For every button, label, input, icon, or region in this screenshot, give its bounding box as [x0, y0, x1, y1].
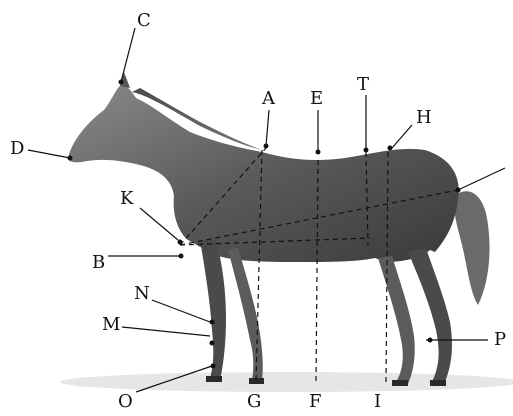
leader-tail	[458, 168, 505, 190]
point-D	[68, 156, 73, 161]
leader-C	[121, 28, 135, 82]
label-E: E	[310, 90, 323, 108]
label-O: O	[118, 393, 133, 411]
point-N	[210, 320, 215, 325]
point-B	[179, 254, 184, 259]
point-P	[428, 338, 433, 343]
label-T: T	[357, 76, 369, 94]
hind-right-leg	[378, 256, 415, 384]
label-C: C	[137, 12, 151, 30]
point-T	[364, 148, 369, 153]
leader-M	[122, 327, 210, 336]
front-left-leg	[200, 240, 226, 380]
leader-K	[140, 208, 178, 240]
label-P: P	[494, 331, 506, 349]
leader-A	[266, 110, 269, 146]
horse-body	[68, 84, 459, 262]
point-K	[178, 240, 183, 245]
point-C	[119, 80, 124, 85]
point-A	[264, 144, 269, 149]
label-N: N	[134, 285, 150, 303]
point-tail	[456, 188, 461, 193]
label-K: K	[120, 190, 133, 208]
label-I: I	[374, 393, 381, 411]
label-H: H	[416, 109, 432, 127]
point-M	[210, 341, 215, 346]
hind-left-leg	[408, 248, 452, 384]
hoof	[430, 380, 446, 386]
label-G: G	[247, 393, 261, 411]
label-F: F	[309, 393, 322, 411]
hoof	[206, 376, 222, 382]
label-A: A	[262, 90, 275, 108]
point-H	[388, 146, 393, 151]
leader-N	[152, 300, 210, 322]
label-B: B	[92, 254, 105, 272]
hoof	[392, 380, 408, 386]
label-M: M	[102, 316, 120, 334]
leader-H	[392, 125, 412, 148]
label-D: D	[10, 140, 24, 158]
point-E	[316, 150, 321, 155]
leader-D	[28, 150, 70, 158]
point-O	[211, 364, 216, 369]
horse-tail	[454, 191, 489, 305]
